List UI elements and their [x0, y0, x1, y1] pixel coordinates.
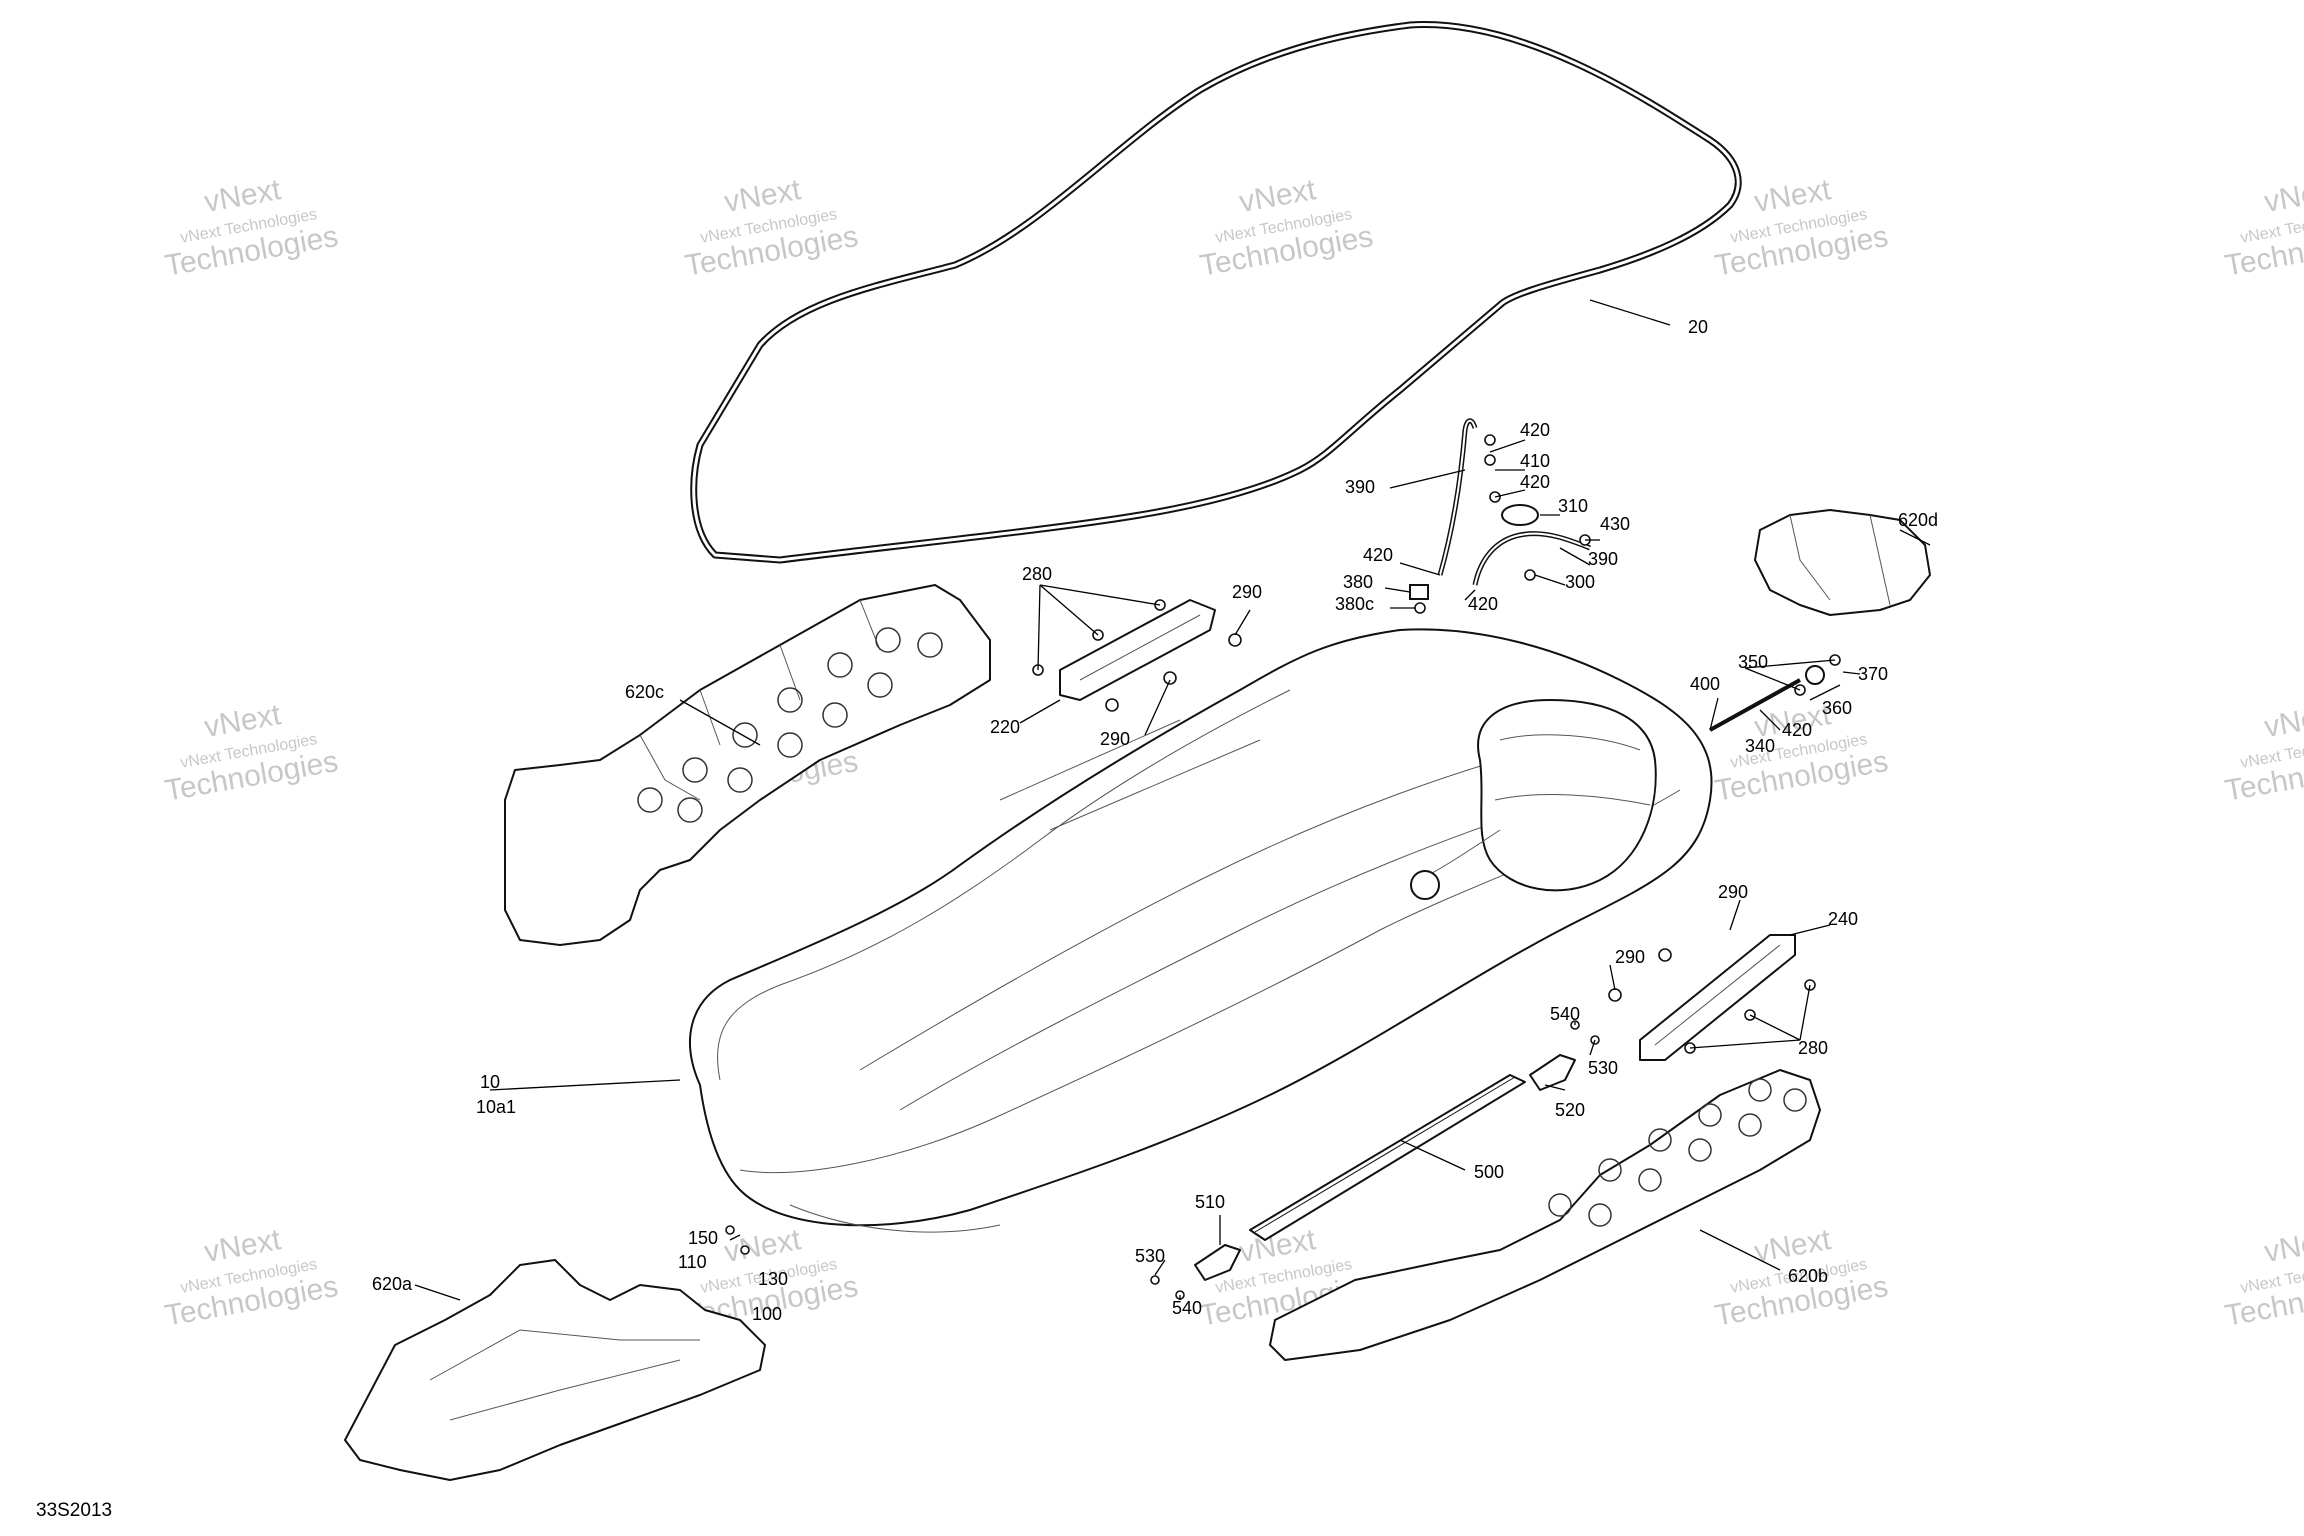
callout-510: 510: [1195, 1192, 1225, 1212]
part-380-fitting: [1409, 584, 1429, 600]
fastener: [725, 1225, 735, 1235]
watermark: vNext vNext Technologies Technologies: [1197, 173, 1375, 283]
part-390-hose: [1437, 418, 1591, 586]
fasteners: [725, 434, 1841, 1300]
part-510-bracket: [1194, 1244, 1241, 1281]
watermark-overlay: vNext: [202, 173, 284, 219]
fastener: [1105, 698, 1119, 712]
part-240-grab-strip: [1639, 934, 1796, 1061]
part-20-seal-gasket: [690, 21, 1742, 564]
part-220-grab-strip: [1059, 599, 1216, 701]
callout-340: 340: [1745, 736, 1775, 756]
callout-370: 370: [1858, 664, 1888, 684]
callout-290: 290: [1232, 582, 1262, 602]
callout-290: 290: [1615, 947, 1645, 967]
watermark-overlay: vNext: [202, 698, 284, 744]
watermark: vNext vNext Technologies Technologies: [2222, 1223, 2304, 1333]
part-620d-rear-bumper: [1754, 509, 1931, 616]
part-400-tube: [1709, 665, 1825, 732]
callout-500: 500: [1474, 1162, 1504, 1182]
fastener: [1484, 454, 1496, 466]
pad-bolt-holes: [1548, 1078, 1807, 1227]
callout-380c: 380c: [1335, 594, 1374, 614]
fastener: [1228, 633, 1242, 647]
callout-300: 300: [1565, 572, 1595, 592]
watermark-overlay: vNext: [2262, 173, 2304, 219]
callout-420: 420: [1520, 420, 1550, 440]
watermark-overlay: vNext: [1752, 173, 1834, 219]
callout-310: 310: [1558, 496, 1588, 516]
leader-lines: [414, 299, 1931, 1301]
callout-380: 380: [1343, 572, 1373, 592]
part-620a-front-bumper: [344, 1259, 766, 1481]
callout-10a1: 10a1: [476, 1097, 516, 1117]
callout-130: 130: [758, 1269, 788, 1289]
callout-390: 390: [1345, 477, 1375, 497]
part-620c-bumper-pad: [504, 584, 991, 946]
callout-280: 280: [1798, 1038, 1828, 1058]
callout-540: 540: [1172, 1298, 1202, 1318]
callout-150: 150: [688, 1228, 718, 1248]
watermark: vNext vNext Technologies Technologies: [2222, 173, 2304, 283]
callout-10: 10: [480, 1072, 500, 1092]
callout-620c: 620c: [625, 682, 664, 702]
diagram-code: 33S2013: [36, 1500, 112, 1521]
callout-530: 530: [1588, 1058, 1618, 1078]
callout-620b: 620b: [1788, 1266, 1828, 1286]
watermark: vNext vNext Technologies Technologies: [2222, 698, 2304, 808]
callout-420: 420: [1782, 720, 1812, 740]
callout-290: 290: [1100, 729, 1130, 749]
fastener: [740, 1245, 750, 1255]
watermark: vNext vNext Technologies Technologies: [162, 1223, 340, 1333]
callout-620a: 620a: [372, 1274, 413, 1294]
callout-labels: 20 420 410 420 390 310 430 390 420 300 3…: [372, 317, 1938, 1324]
callout-20: 20: [1688, 317, 1708, 337]
watermark: vNext vNext Technologies Technologies: [162, 698, 340, 808]
fastener: [1414, 602, 1426, 614]
callout-540: 540: [1550, 1004, 1580, 1024]
callout-280: 280: [1022, 564, 1052, 584]
watermark-overlay: vNext: [722, 173, 804, 219]
fastener: [1150, 1275, 1160, 1285]
part-10-hull-body: [689, 628, 1713, 1233]
callout-100: 100: [752, 1304, 782, 1324]
callout-360: 360: [1822, 698, 1852, 718]
part-500-rail-strip: [1249, 1074, 1526, 1241]
watermark: vNext vNext Technologies Technologies: [1712, 698, 1890, 808]
fastener: [1658, 948, 1672, 962]
watermark-overlay: vNext: [1237, 173, 1319, 219]
part-620b-bumper-pad: [1269, 1069, 1821, 1361]
part-520-bracket: [1529, 1054, 1576, 1091]
callout-110: 110: [678, 1252, 707, 1272]
callout-400: 400: [1690, 674, 1720, 694]
watermark-overlay: vNext: [2262, 1223, 2304, 1269]
part-310-filter: [1501, 504, 1539, 526]
callout-420: 420: [1363, 545, 1393, 565]
callout-350: 350: [1738, 652, 1768, 672]
callout-420: 420: [1468, 594, 1498, 614]
callout-420: 420: [1520, 472, 1550, 492]
pad-bolt-holes: [637, 627, 943, 823]
callout-390: 390: [1588, 549, 1618, 569]
callout-290: 290: [1718, 882, 1748, 902]
watermark: vNext vNext Technologies Technologies: [682, 173, 860, 283]
fastener: [1524, 569, 1536, 581]
callout-220: 220: [990, 717, 1020, 737]
fastener: [1484, 434, 1496, 446]
callout-410: 410: [1520, 451, 1550, 471]
callout-530: 530: [1135, 1246, 1165, 1266]
watermark: vNext vNext Technologies Technologies: [1712, 173, 1890, 283]
callout-430: 430: [1600, 514, 1630, 534]
fastener: [1163, 671, 1177, 685]
callout-520: 520: [1555, 1100, 1585, 1120]
watermark: vNext vNext Technologies Technologies: [162, 173, 340, 283]
watermark-overlay: vNext: [2262, 698, 2304, 744]
fastener: [1608, 988, 1622, 1002]
callout-240: 240: [1828, 909, 1858, 929]
watermark-overlay: vNext: [202, 1223, 284, 1269]
callout-620d: 620d: [1898, 510, 1938, 530]
